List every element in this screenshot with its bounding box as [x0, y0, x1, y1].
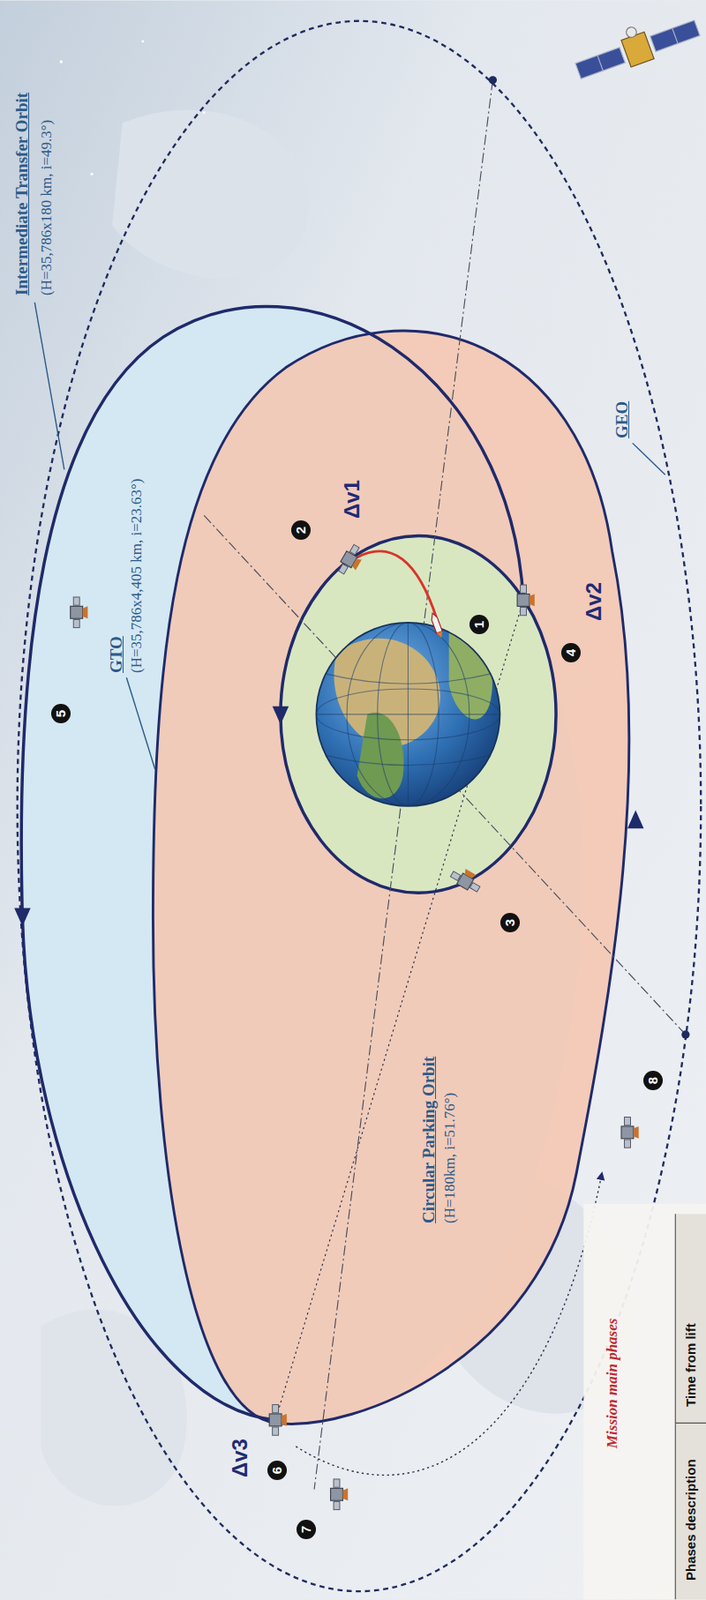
- geo-satellite: [650, 20, 700, 53]
- orbit-name: GEO: [612, 401, 632, 439]
- leader-lines: [34, 302, 665, 770]
- phases-table: [675, 1214, 676, 1600]
- earth-globe: [315, 623, 500, 807]
- orbit-direction-arrows: [627, 811, 644, 830]
- leader-lines: [34, 302, 65, 471]
- line-of-apsides: [275, 600, 524, 1420]
- geo-satellite: [570, 6, 702, 85]
- spacecraft: [330, 1479, 349, 1511]
- spacecraft: [70, 597, 89, 629]
- orbit-parameters: (H=35,786x4,405 km, i=23.63°): [127, 478, 146, 674]
- callout-number: 1: [469, 615, 489, 635]
- background: [141, 39, 144, 43]
- spacecraft: [621, 1118, 639, 1150]
- earth-globe: [315, 689, 500, 741]
- spacecraft: [336, 543, 367, 579]
- launch-trajectory: [357, 551, 437, 619]
- spacecraft: [517, 585, 535, 616]
- callout-number: 8: [643, 1071, 663, 1091]
- callout-number: 4: [561, 643, 581, 663]
- earth-globe: [315, 713, 500, 715]
- earth-globe: [315, 623, 500, 807]
- intermediate-transfer-orbit-line: [21, 306, 524, 1420]
- table-header-cell: Phases description: [682, 1459, 698, 1582]
- background: [60, 60, 63, 63]
- phases-table: [675, 1423, 706, 1425]
- orbit-name: Intermediate Transfer Orbit: [12, 92, 32, 296]
- orbit-name: GTO: [106, 636, 127, 674]
- background: [90, 172, 94, 176]
- spacecraft: [449, 864, 485, 895]
- earth-globe: [315, 623, 500, 807]
- parking-orbit: [280, 536, 556, 894]
- phases-table: [675, 1214, 706, 1600]
- earth-globe: [449, 632, 493, 720]
- delta-v-label: Δv1: [339, 480, 365, 519]
- line-of-apsides: [275, 600, 524, 1420]
- launch-trajectory: [357, 551, 445, 640]
- launch-trajectory: [429, 612, 445, 640]
- launch-trajectory: [429, 612, 443, 634]
- earth-globe: [315, 623, 500, 807]
- orbit-parameters: (H=35,786x180 km, i=49.3°): [37, 120, 56, 296]
- geo-satellite: [575, 47, 625, 80]
- earth-globe: [324, 674, 493, 685]
- leader-lines: [126, 677, 155, 770]
- callout-number: 7: [296, 1520, 316, 1540]
- geo-satellite: [624, 25, 639, 39]
- orbit-direction-arrows: [14, 908, 31, 928]
- delta-v-label: Δv2: [581, 582, 607, 622]
- launch-trajectory: [436, 631, 445, 640]
- geo-orbit: [488, 75, 497, 84]
- leader-lines: [632, 443, 666, 475]
- nodal-lines: [203, 515, 686, 1035]
- table-heading: Mission main phases: [603, 1318, 622, 1449]
- spacecraft: [70, 543, 639, 1511]
- parking-orbit: [280, 536, 556, 894]
- background: [202, 112, 206, 115]
- gto-orbit-fill: [152, 330, 630, 1425]
- geo-satellite: [597, 55, 603, 71]
- background: [112, 110, 309, 279]
- callout-number: 2: [291, 520, 311, 541]
- callout-number: 3: [500, 913, 520, 933]
- geo-satellite: [672, 28, 678, 44]
- phases-table: [583, 1204, 706, 1600]
- gto-orbit-fill: [152, 330, 630, 1425]
- earth-globe: [324, 755, 493, 767]
- spacecraft: [269, 1405, 287, 1437]
- orbit-name: Circular Parking Orbit: [419, 1057, 439, 1225]
- earth-globe: [315, 623, 500, 807]
- geo-satellite: [621, 31, 654, 68]
- orbit-direction-arrows: [272, 706, 289, 726]
- callout-number: 5: [51, 704, 71, 724]
- orbit-parameters: (H=180km, i=51.76°): [441, 1093, 459, 1225]
- geo-orbit: [681, 1030, 690, 1039]
- intermediate-transfer-orbit-line: [21, 306, 524, 1420]
- phases-table: [583, 1204, 706, 1600]
- table-header-cell: Time from lift: [682, 1324, 698, 1409]
- callout-number: 6: [267, 1461, 287, 1481]
- delta-v-label: Δv3: [227, 1439, 253, 1479]
